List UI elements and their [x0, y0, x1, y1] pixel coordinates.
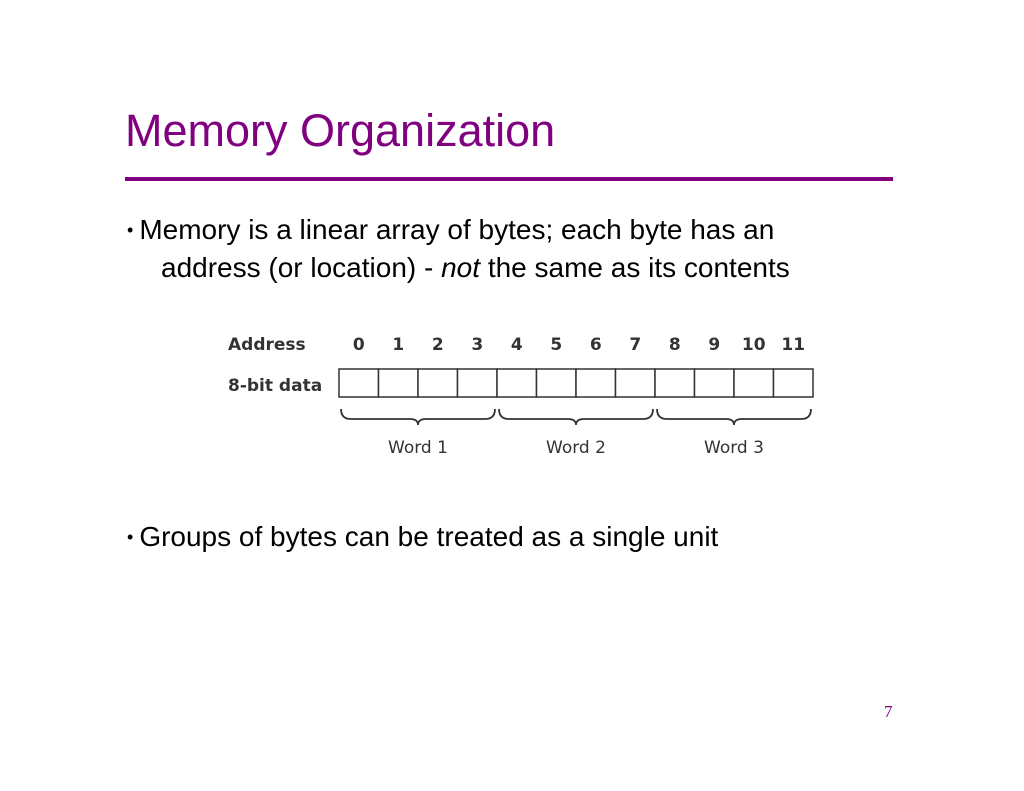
address-number: 6	[590, 335, 602, 355]
address-numbers: 0 1 2 3 4 5 6 7 8 9 10 11	[353, 335, 805, 355]
address-number: 1	[392, 335, 404, 355]
byte-cell	[338, 368, 380, 398]
byte-cell	[693, 368, 735, 398]
word-brace	[498, 408, 654, 426]
address-number: 8	[669, 335, 681, 355]
byte-cell	[456, 368, 498, 398]
title-divider	[125, 177, 893, 181]
address-number: 4	[511, 335, 523, 355]
bullet-dot-icon: •	[127, 220, 134, 240]
byte-cell	[535, 368, 577, 398]
bullet-2-line1: Groups of bytes can be treated as a sing…	[139, 521, 719, 552]
address-number: 3	[471, 335, 483, 355]
page-number: 7	[884, 702, 893, 721]
address-number: 7	[629, 335, 641, 355]
byte-cell	[377, 368, 419, 398]
byte-cell	[654, 368, 696, 398]
word-brace	[656, 408, 812, 426]
bullet-1-line2-after: the same as its contents	[480, 252, 790, 283]
word-braces	[340, 408, 812, 426]
bullet-1-line2: address (or location) - not the same as …	[127, 249, 790, 287]
bullet-item-memory-linear: •Memory is a linear array of bytes; each…	[127, 211, 790, 287]
address-label: Address	[228, 335, 306, 355]
word-label: Word 3	[704, 438, 764, 458]
slide-title: Memory Organization	[125, 105, 556, 156]
address-number: 10	[742, 335, 766, 355]
byte-cell	[575, 368, 617, 398]
memory-diagram: Address 8-bit data 0 1 2 3 4 5 6 7 8 9 10 11 Word 1…	[228, 335, 814, 458]
word-label: Word 1	[388, 438, 448, 458]
address-number: 9	[708, 335, 720, 355]
address-number: 11	[781, 335, 805, 355]
bullet-dot-icon: •	[127, 527, 134, 547]
word-label: Word 2	[546, 438, 606, 458]
byte-cell	[496, 368, 538, 398]
address-number: 2	[432, 335, 444, 355]
byte-cells	[338, 368, 814, 398]
byte-cell	[733, 368, 775, 398]
bullet-1-line1: Memory is a linear array of bytes; each …	[139, 214, 775, 245]
word-brace	[340, 408, 496, 426]
byte-cell	[417, 368, 459, 398]
word-labels: Word 1 Word 2 Word 3	[388, 438, 764, 458]
bullet-1-emphasis: not	[441, 252, 481, 283]
bullet-item-groups: •Groups of bytes can be treated as a sin…	[127, 518, 718, 556]
address-number: 5	[550, 335, 562, 355]
data-label: 8-bit data	[228, 376, 322, 396]
address-number: 0	[353, 335, 365, 355]
byte-cell	[772, 368, 814, 398]
bullet-1-line2-before: address (or location) -	[161, 252, 442, 283]
byte-cell	[614, 368, 656, 398]
